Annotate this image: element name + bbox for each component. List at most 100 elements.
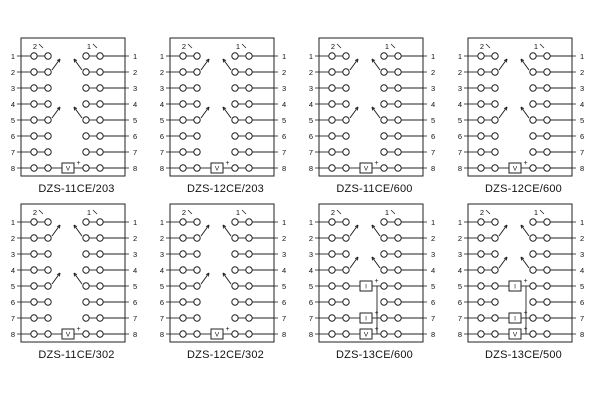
svg-text:8: 8 [282,164,286,173]
svg-text:3: 3 [159,250,163,259]
svg-text:6: 6 [159,132,163,141]
svg-text:2: 2 [32,42,36,51]
model-label: DZS-11CE/302 [38,349,115,361]
svg-text:4: 4 [457,100,461,109]
svg-text:+: + [374,160,378,167]
svg-text:+: + [225,326,229,333]
svg-text:1: 1 [431,218,435,227]
svg-text:8: 8 [457,330,461,339]
svg-text:8: 8 [282,330,286,339]
svg-text:2: 2 [580,68,584,77]
svg-text:5: 5 [580,116,584,125]
svg-text:V: V [363,166,368,173]
svg-text:4: 4 [133,266,137,275]
svg-text:7: 7 [457,148,461,157]
model-label: DZS-12CE/600 [485,183,562,195]
svg-text:6: 6 [457,132,461,141]
model-label: DZS-12CE/302 [187,349,264,361]
svg-text:3: 3 [282,84,286,93]
svg-text:V: V [363,332,368,339]
svg-text:1: 1 [457,218,461,227]
svg-text:6: 6 [10,298,14,307]
svg-text:3: 3 [133,250,137,259]
svg-text:V: V [214,166,219,173]
svg-text:3: 3 [580,250,584,259]
svg-text:5: 5 [133,282,137,291]
svg-text:5: 5 [159,282,163,291]
svg-text:2: 2 [457,68,461,77]
svg-text:3: 3 [282,250,286,259]
svg-text:8: 8 [133,164,137,173]
svg-text:8: 8 [431,164,435,173]
svg-text:7: 7 [580,148,584,157]
svg-text:4: 4 [10,266,14,275]
svg-text:2: 2 [479,208,483,217]
svg-text:3: 3 [431,84,435,93]
svg-text:6: 6 [431,298,435,307]
svg-text:+: + [374,310,378,317]
svg-text:7: 7 [308,314,312,323]
svg-text:+: + [374,326,378,333]
svg-text:2: 2 [431,68,435,77]
svg-text:1: 1 [533,208,537,217]
svg-text:2: 2 [308,68,312,77]
svg-text:2: 2 [159,234,163,243]
svg-text:+: + [225,160,229,167]
svg-text:4: 4 [457,266,461,275]
svg-text:I: I [365,316,367,323]
svg-text:1: 1 [86,208,90,217]
svg-text:7: 7 [10,148,14,157]
svg-text:2: 2 [282,234,286,243]
svg-text:5: 5 [159,116,163,125]
svg-text:7: 7 [308,148,312,157]
svg-text:7: 7 [159,148,163,157]
svg-text:8: 8 [133,330,137,339]
svg-text:V: V [512,332,517,339]
svg-text:+: + [523,278,527,285]
svg-text:1: 1 [133,218,137,227]
svg-text:V: V [65,166,70,173]
svg-text:4: 4 [580,100,584,109]
svg-text:8: 8 [580,330,584,339]
model-label: DZS-13CE/500 [485,349,562,361]
svg-text:8: 8 [308,164,312,173]
svg-text:8: 8 [10,164,14,173]
svg-text:1: 1 [580,218,584,227]
svg-text:4: 4 [133,100,137,109]
svg-text:5: 5 [282,282,286,291]
svg-text:5: 5 [133,116,137,125]
svg-text:I: I [365,284,367,291]
svg-text:7: 7 [282,314,286,323]
svg-text:3: 3 [10,84,14,93]
svg-text:1: 1 [431,52,435,61]
svg-text:V: V [512,166,517,173]
svg-text:2: 2 [580,234,584,243]
svg-text:3: 3 [457,84,461,93]
svg-text:4: 4 [308,266,312,275]
svg-text:1: 1 [10,52,14,61]
svg-text:1: 1 [308,218,312,227]
svg-text:4: 4 [159,266,163,275]
svg-text:4: 4 [282,266,286,275]
svg-text:2: 2 [10,234,14,243]
model-label: DZS-13CE/600 [336,349,413,361]
svg-text:2: 2 [282,68,286,77]
svg-text:3: 3 [308,250,312,259]
svg-text:1: 1 [282,218,286,227]
svg-text:1: 1 [159,52,163,61]
svg-text:V: V [214,332,219,339]
svg-text:7: 7 [133,148,137,157]
svg-text:8: 8 [159,164,163,173]
svg-text:6: 6 [457,298,461,307]
svg-text:3: 3 [308,84,312,93]
svg-text:3: 3 [580,84,584,93]
svg-text:4: 4 [10,100,14,109]
svg-text:3: 3 [159,84,163,93]
svg-text:2: 2 [133,68,137,77]
svg-text:5: 5 [308,282,312,291]
